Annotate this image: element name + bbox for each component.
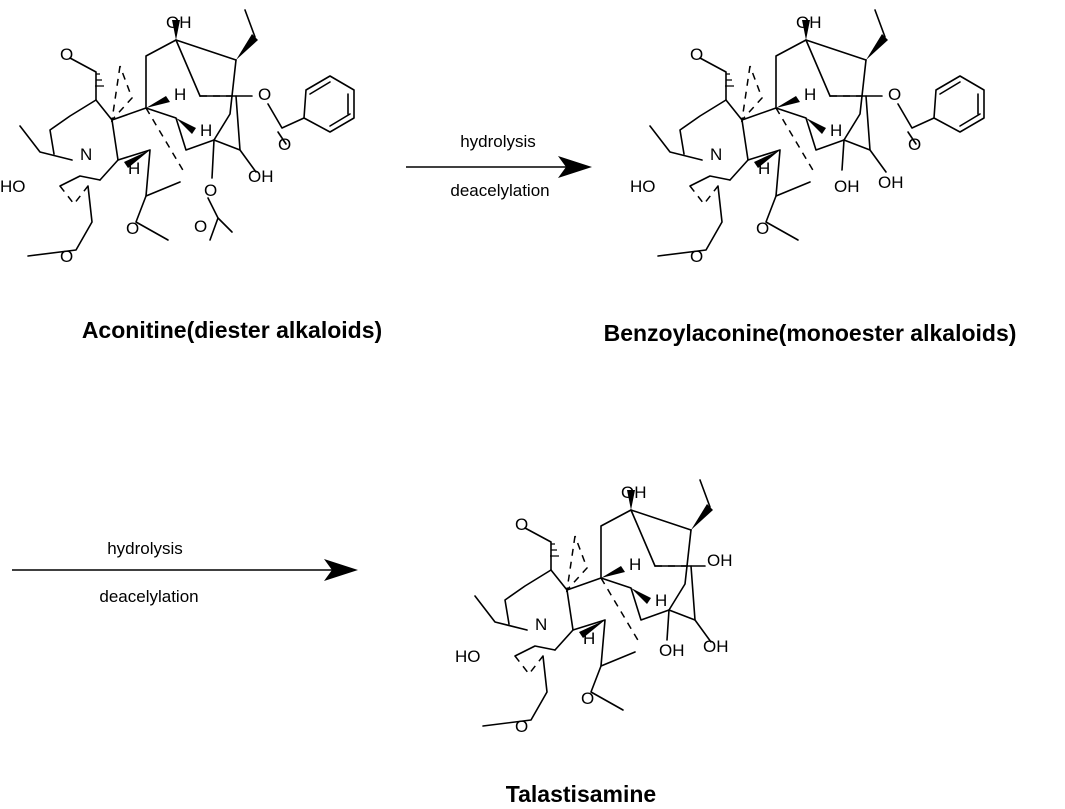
compound-name-benzoylaconine: Benzoylaconine(monoester alkaloids) [604,320,1017,346]
atom-label: O [690,247,703,266]
compound-name-aconitine: Aconitine(diester alkaloids) [82,317,382,343]
atom-label: H [200,121,212,140]
atom-label: OH [166,13,192,32]
atom-label: O [515,515,528,534]
atom-label: O [888,85,901,104]
atom-label: O [204,181,217,200]
compound-aconitine: OH O O N HO H H H OH O O O O O [0,9,355,266]
compound-talastisamine: OH OH N HO H H H OH OH O O O [455,479,733,736]
reaction-1-condition-above: hydrolysis [460,132,536,151]
atom-label: H [804,85,816,104]
reaction-arrow-2: hydrolysis deacelylation [12,539,358,606]
atom-label: N [80,145,92,164]
atom-label: OH [834,177,860,196]
atom-label: H [655,591,667,610]
atom-label: H [583,629,595,648]
atom-label: O [126,219,139,238]
atom-label: N [535,615,547,634]
atom-label: H [629,555,641,574]
atom-label: O [60,247,73,266]
reaction-2-condition-below: deacelylation [99,587,198,606]
atom-label: H [758,159,770,178]
atom-label: HO [455,647,481,666]
compound-benzoylaconine: OH O O N HO H H H OH OH O O O [630,9,985,266]
atom-label: OH [703,637,729,656]
atom-label: N [710,145,722,164]
atom-label: HO [0,177,26,196]
atom-label: OH [621,483,647,502]
atom-label: O [194,217,207,236]
atom-label: H [174,85,186,104]
atom-label: O [258,85,271,104]
atom-label: O [60,45,73,64]
atom-label: H [128,159,140,178]
atom-label: O [278,135,291,154]
atom-label: OH [707,551,733,570]
atom-label: HO [630,177,656,196]
atom-label: O [756,219,769,238]
atom-label: O [690,45,703,64]
atom-label: OH [659,641,685,660]
atom-label: OH [796,13,822,32]
arrow-head [324,559,358,581]
reaction-arrow-1: hydrolysis deacelylation [406,132,592,200]
atom-label: O [515,717,528,736]
atom-label: OH [878,173,904,192]
atom-label: OH [248,167,274,186]
atom-label: O [581,689,594,708]
reaction-2-condition-above: hydrolysis [107,539,183,558]
atom-label: H [830,121,842,140]
compound-name-talastisamine: Talastisamine [506,781,656,807]
reaction-1-condition-below: deacelylation [450,181,549,200]
arrow-head [558,156,592,178]
atom-label: O [908,135,921,154]
